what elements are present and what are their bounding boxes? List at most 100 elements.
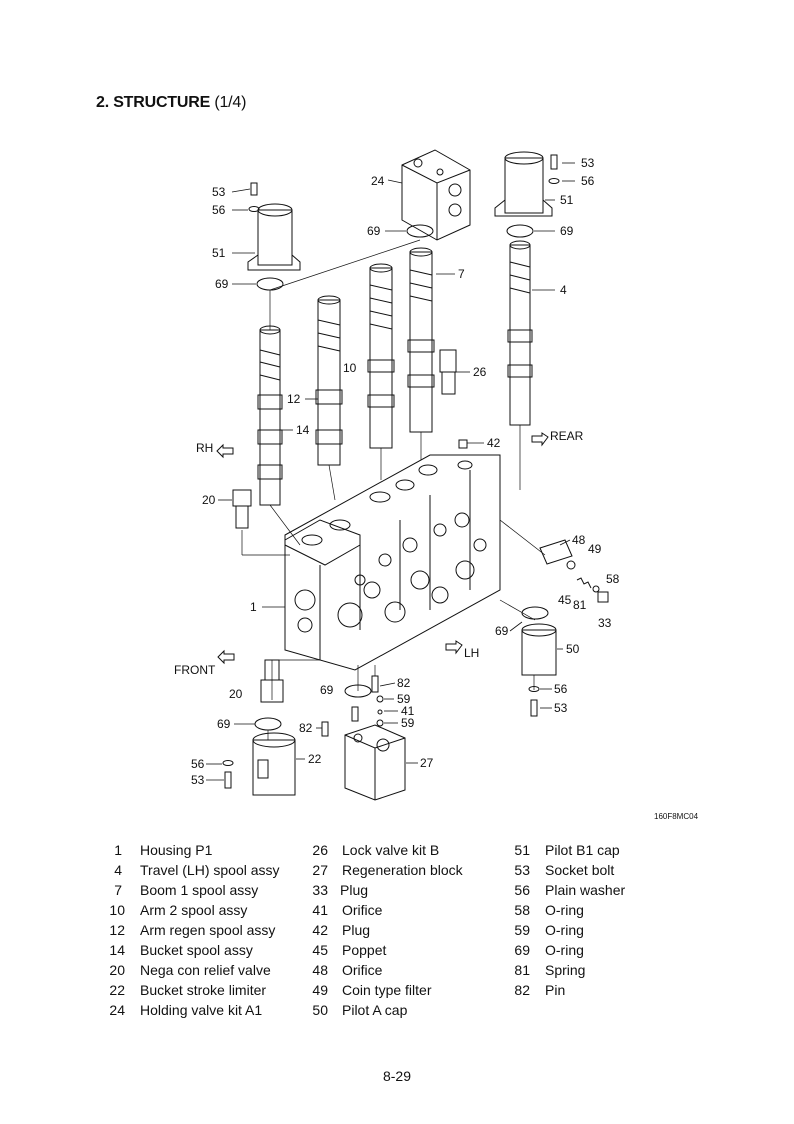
o-ring-59-upper-drawing bbox=[376, 695, 384, 703]
callout: 82 bbox=[397, 676, 411, 690]
orifice-filter-drawing bbox=[539, 539, 609, 603]
callout: 51 bbox=[212, 246, 226, 260]
rear-arrow-icon bbox=[531, 432, 549, 447]
callout: 51 bbox=[560, 193, 574, 207]
spool-7-drawing bbox=[407, 247, 435, 433]
callout: 58 bbox=[606, 572, 620, 586]
section-subtitle: (1/4) bbox=[214, 94, 247, 111]
callout: 69 bbox=[560, 224, 574, 238]
callout: 53 bbox=[554, 701, 568, 715]
callout: 48 bbox=[572, 533, 586, 547]
section-title: 2. STRUCTURE bbox=[96, 94, 211, 111]
callout: 56 bbox=[581, 174, 595, 188]
o-ring-59-lower-drawing bbox=[376, 719, 384, 727]
drawing-code: 160F8MC04 bbox=[654, 812, 699, 821]
spool-10-drawing bbox=[367, 263, 395, 449]
bolt-washer-top-left-drawing bbox=[248, 182, 260, 212]
spool-14-drawing bbox=[257, 325, 283, 506]
callout: 10 bbox=[343, 361, 357, 375]
bolt-washer-top-right-drawing bbox=[548, 154, 560, 184]
assembly-lines bbox=[241, 239, 546, 740]
callout: 82 bbox=[299, 721, 313, 735]
callout: 4 bbox=[560, 283, 567, 297]
spool-4-drawing bbox=[507, 240, 533, 426]
callout: 7 bbox=[458, 267, 465, 281]
pin-82-lower-drawing bbox=[321, 721, 329, 737]
callout: 59 bbox=[401, 716, 415, 730]
lh-arrow-icon bbox=[445, 640, 463, 655]
pilot-cap-51-left-drawing bbox=[247, 203, 301, 271]
callout: 27 bbox=[420, 756, 434, 770]
callout: 69 bbox=[320, 683, 334, 697]
plug-42-drawing bbox=[458, 439, 468, 449]
callout: 69 bbox=[367, 224, 381, 238]
callout: 1 bbox=[250, 600, 257, 614]
pilot-cap-51-right-drawing bbox=[494, 151, 553, 217]
callout: 33 bbox=[598, 616, 612, 630]
callout: 45 bbox=[558, 593, 572, 607]
callout: 53 bbox=[212, 185, 226, 199]
callout: 81 bbox=[573, 598, 587, 612]
o-ring-69-a-drawing bbox=[256, 277, 284, 291]
rh-arrow-icon bbox=[216, 443, 234, 459]
callout: 42 bbox=[487, 436, 501, 450]
direction-front: FRONT bbox=[174, 663, 216, 677]
callout: 69 bbox=[215, 277, 229, 291]
o-ring-69-c-drawing bbox=[506, 224, 534, 238]
callout: 69 bbox=[217, 717, 231, 731]
pin-82-upper-drawing bbox=[371, 675, 379, 693]
callout: 53 bbox=[191, 773, 205, 787]
bolt-washer-bottom-left-drawing bbox=[222, 760, 234, 789]
holding-valve-24-drawing bbox=[401, 149, 471, 241]
callout: 50 bbox=[566, 642, 580, 656]
callout: 69 bbox=[495, 624, 509, 638]
callout: 20 bbox=[229, 687, 243, 701]
o-ring-69-b-drawing bbox=[406, 224, 434, 238]
callout: 20 bbox=[202, 493, 216, 507]
exploded-view-diagram: RH REAR FRONT LH 53 56 51 69 24 69 7 53 … bbox=[174, 149, 699, 821]
direction-rh: RH bbox=[196, 441, 213, 455]
front-arrow-icon bbox=[217, 649, 235, 665]
stroke-limiter-22-drawing bbox=[252, 732, 296, 796]
direction-rear: REAR bbox=[550, 429, 584, 443]
pilot-cap-50-drawing bbox=[521, 623, 557, 676]
orifice-41-drawing bbox=[377, 709, 383, 715]
callout: 14 bbox=[296, 423, 310, 437]
relief-valve-20-upper-drawing bbox=[232, 489, 252, 529]
callout: 12 bbox=[287, 392, 301, 406]
regeneration-block-27-drawing bbox=[344, 724, 406, 801]
callout: 56 bbox=[554, 682, 568, 696]
callout: 49 bbox=[588, 542, 602, 556]
o-ring-69-d-drawing bbox=[521, 606, 549, 620]
o-ring-69-f-drawing bbox=[254, 717, 282, 731]
section-heading: 2. STRUCTURE (1/4) bbox=[96, 94, 246, 112]
callout: 56 bbox=[212, 203, 226, 217]
callout: 22 bbox=[308, 752, 322, 766]
leader-lines bbox=[206, 162, 575, 781]
callout: 41 bbox=[401, 704, 415, 718]
direction-lh: LH bbox=[464, 646, 479, 660]
bolt-washer-bottom-right-drawing bbox=[528, 686, 540, 717]
